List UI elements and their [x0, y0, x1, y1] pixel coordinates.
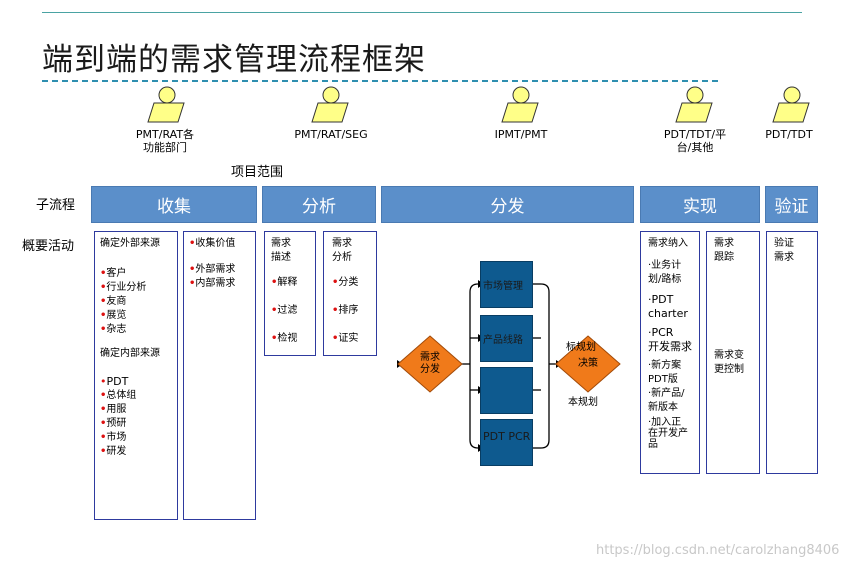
list-item: •客户 — [100, 268, 127, 279]
role-label-4: PDT/TDT/平 台/其他 — [663, 128, 727, 154]
phase-distribute: 分发 — [381, 186, 634, 223]
list-item: •研发 — [100, 446, 127, 457]
internal-sources-title: 确定内部来源 — [100, 348, 160, 359]
collect-value-list: •收集价值 •外部需求 •内部需求 — [189, 237, 235, 291]
requirement-analysis-title: 需求 分析 — [332, 238, 352, 263]
list-item: •内部需求 — [189, 278, 236, 289]
market-management-box: 市场管理 — [480, 261, 533, 308]
requirement-tracking-panel: 需求 跟踪 需求变 更控制 — [706, 231, 760, 474]
internal-sources-list: •PDT •总体组 •用服 •预研 •市场 •研发 — [100, 375, 136, 459]
empty-distribution-box — [480, 367, 533, 414]
requirement-analysis-panel: 需求 分析 •分类 •排序 •证实 — [323, 231, 377, 356]
watermark: https://blog.csdn.net/carolzhang8406 — [596, 543, 840, 558]
role-figure-2-icon — [311, 86, 349, 123]
list-item: •杂志 — [100, 324, 127, 335]
list-item: ·新方案 PDT版 — [648, 360, 682, 385]
pdt-pcr-box: PDT PCR — [480, 419, 533, 466]
role-label-1: PMT/RAT各 功能部门 — [135, 128, 195, 154]
list-item: •预研 — [100, 418, 127, 429]
requirement-inclusion-panel: 需求纳入 ·业务计 划/路标 ·PDT charter ·PCR 开发需求 ·新… — [640, 231, 700, 474]
page-title: 端到端的需求管理流程框架 — [42, 42, 426, 78]
subprocess-row-label: 子流程 — [36, 198, 76, 213]
list-item: •过滤 — [271, 305, 298, 316]
list-item: •分类 — [332, 277, 359, 288]
top-divider — [42, 12, 802, 13]
requirement-inclusion-list: ·业务计 划/路标 ·PDT charter ·PCR 开发需求 ·新方案 PD… — [648, 259, 692, 450]
verification-title: 验证 需求 — [774, 238, 794, 263]
role-figure-3-icon — [501, 86, 539, 123]
external-sources-title: 确定外部来源 — [100, 238, 160, 249]
list-item: •收集价值 — [189, 238, 236, 249]
flow-connectors — [462, 283, 556, 449]
role-label-2: PMT/RAT/SEG — [294, 128, 368, 141]
requirement-change-control: 需求变 更控制 — [714, 350, 744, 375]
requirement-description-list: •解释 •过滤 •检视 — [271, 276, 297, 346]
role-label-5: PDT/TDT — [765, 128, 813, 141]
list-item: •PDT — [100, 375, 129, 388]
collect-value-panel: •收集价值 •外部需求 •内部需求 — [183, 231, 256, 520]
role-figure-1-icon — [147, 86, 185, 123]
distribute-diamond-shape — [397, 335, 463, 393]
product-line-box: 产品线路 — [480, 315, 533, 362]
verification-panel: 验证 需求 — [766, 231, 818, 474]
external-sources-list: •客户 •行业分析 •友商 •展览 •杂志 — [100, 267, 146, 337]
requirement-description-panel: 需求 描述 •解释 •过滤 •检视 — [264, 231, 316, 356]
role-figure-5-icon — [772, 86, 810, 123]
activities-row-label: 概要活动 — [22, 239, 75, 254]
list-item: ·PDT charter — [648, 293, 688, 320]
list-item: •友商 — [100, 296, 127, 307]
list-item: •用服 — [100, 404, 127, 415]
requirement-analysis-list: •分类 •排序 •证实 — [332, 276, 358, 346]
phase-verify: 验证 — [765, 186, 818, 223]
list-item: •解释 — [271, 277, 298, 288]
list-item: ·PCR 开发需求 — [648, 326, 692, 353]
list-item: •总体组 — [100, 390, 137, 401]
list-item: •外部需求 — [189, 264, 236, 275]
list-item: •展览 — [100, 310, 127, 321]
phase-realize: 实现 — [640, 186, 760, 223]
plan-label-top: 标规划 — [566, 342, 596, 353]
phase-analyze: 分析 — [262, 186, 376, 223]
title-dashed-underline — [42, 80, 718, 82]
decision-diamond-label: 决策 — [578, 358, 598, 369]
phase-collect: 收集 — [91, 186, 257, 223]
scope-label: 项目范围 — [231, 165, 284, 180]
list-item: ·新产品/ 新版本 — [648, 388, 685, 413]
list-item: •市场 — [100, 432, 127, 443]
list-item: •检视 — [271, 333, 298, 344]
list-item: ·业务计 划/路标 — [648, 260, 682, 285]
distribute-diamond-label: 需求 分发 — [420, 352, 440, 375]
list-item: •行业分析 — [100, 282, 147, 293]
collect-sources-panel: 确定外部来源 •客户 •行业分析 •友商 •展览 •杂志 确定内部来源 •PDT… — [94, 231, 178, 520]
requirement-description-title: 需求 描述 — [271, 238, 291, 263]
plan-label-bottom: 本规划 — [568, 397, 598, 408]
list-item: ·加入正 在开发产 品 — [648, 417, 688, 450]
decision-diamond-shape — [555, 335, 621, 393]
requirement-inclusion-title: 需求纳入 — [648, 238, 688, 249]
role-label-3: IPMT/PMT — [494, 128, 548, 141]
list-item: •证实 — [332, 333, 359, 344]
role-figure-4-icon — [675, 86, 713, 123]
requirement-tracking-title: 需求 跟踪 — [714, 238, 734, 263]
list-item: •排序 — [332, 305, 359, 316]
